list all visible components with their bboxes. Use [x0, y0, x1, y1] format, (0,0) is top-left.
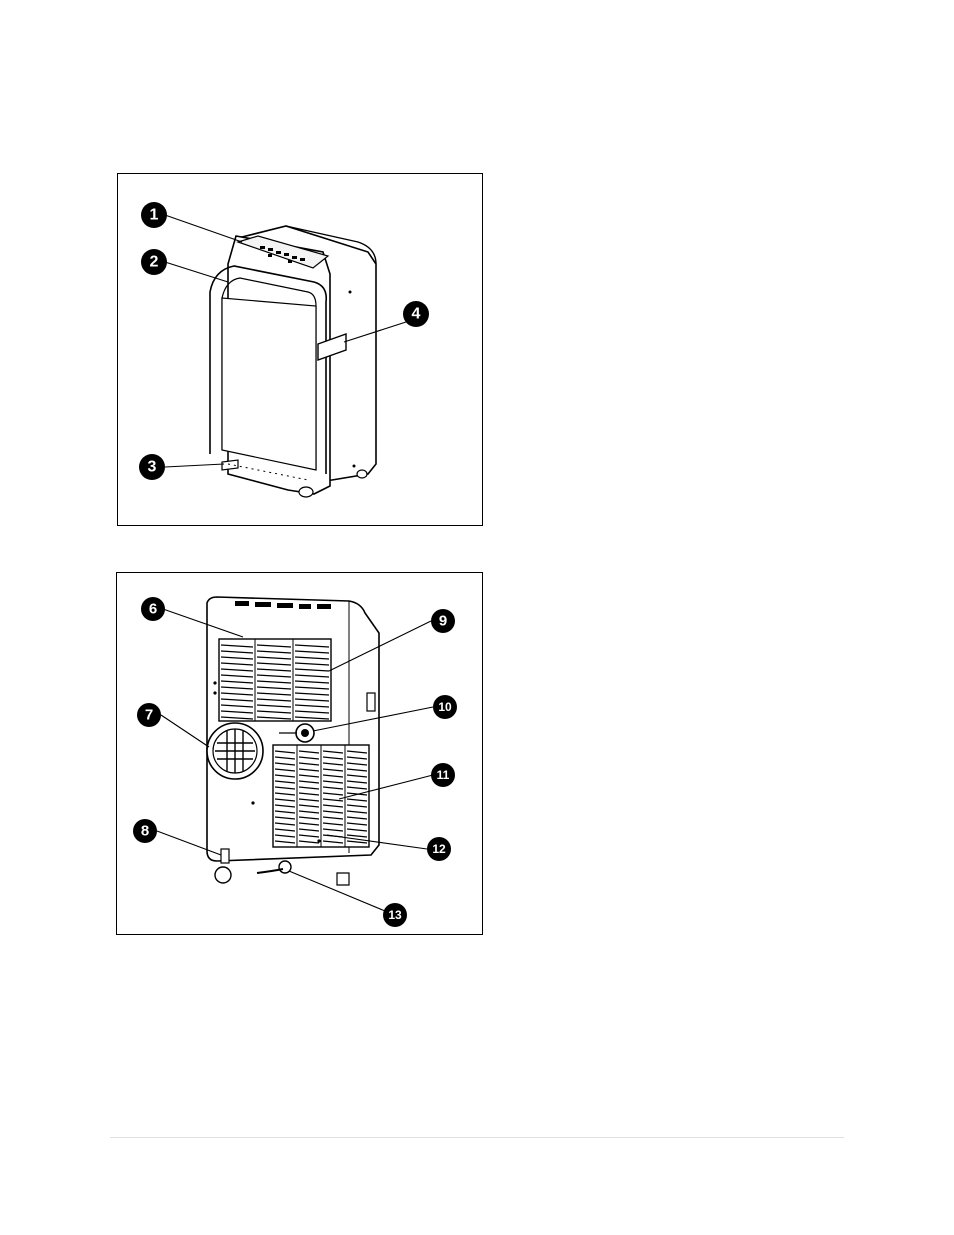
- callout-3: 3: [139, 454, 165, 480]
- back-wheel-left: [215, 867, 231, 883]
- upper-filter-grille: [219, 639, 331, 721]
- callout-12-label: 12: [432, 842, 446, 856]
- callout-10-label: 10: [438, 700, 452, 714]
- callout-9: 9: [431, 609, 455, 633]
- callout-6: 6: [141, 597, 165, 621]
- footer-divider: [110, 1137, 844, 1138]
- back-view-figure: 6 7 8 9 10 11 12 13: [116, 572, 483, 935]
- callout-6-label: 6: [149, 601, 157, 618]
- callout-2-label: 2: [150, 254, 159, 271]
- callout-7-label: 7: [145, 707, 153, 724]
- back-wheel-right: [337, 873, 349, 885]
- callout-10: 10: [433, 695, 457, 719]
- callout-13: 13: [383, 903, 407, 927]
- callout-11-label: 11: [437, 768, 450, 782]
- callout-8-label: 8: [141, 823, 149, 840]
- back-view-illustration: 6 7 8 9 10 11 12 13: [117, 573, 484, 936]
- front-wheel: [299, 487, 313, 497]
- callout-4: 4: [403, 301, 429, 327]
- callout-11: 11: [431, 763, 455, 787]
- callout-1: 1: [141, 202, 167, 228]
- rear-wheel: [357, 470, 367, 478]
- front-panel: [222, 298, 316, 470]
- callout-1-label: 1: [150, 207, 159, 224]
- callout-12: 12: [427, 837, 451, 861]
- callout-9-label: 9: [439, 613, 447, 630]
- callout-2: 2: [141, 249, 167, 275]
- callout-13-label: 13: [388, 908, 402, 922]
- callout-7: 7: [137, 703, 161, 727]
- callout-4-label: 4: [412, 306, 421, 323]
- water-tray: [222, 460, 238, 470]
- callout-8: 8: [133, 819, 157, 843]
- callout-3-label: 3: [148, 459, 157, 476]
- drain-plug: [221, 849, 229, 863]
- front-view-illustration: 1 2 3 4: [118, 174, 484, 527]
- front-view-figure: 1 2 3 4: [117, 173, 483, 526]
